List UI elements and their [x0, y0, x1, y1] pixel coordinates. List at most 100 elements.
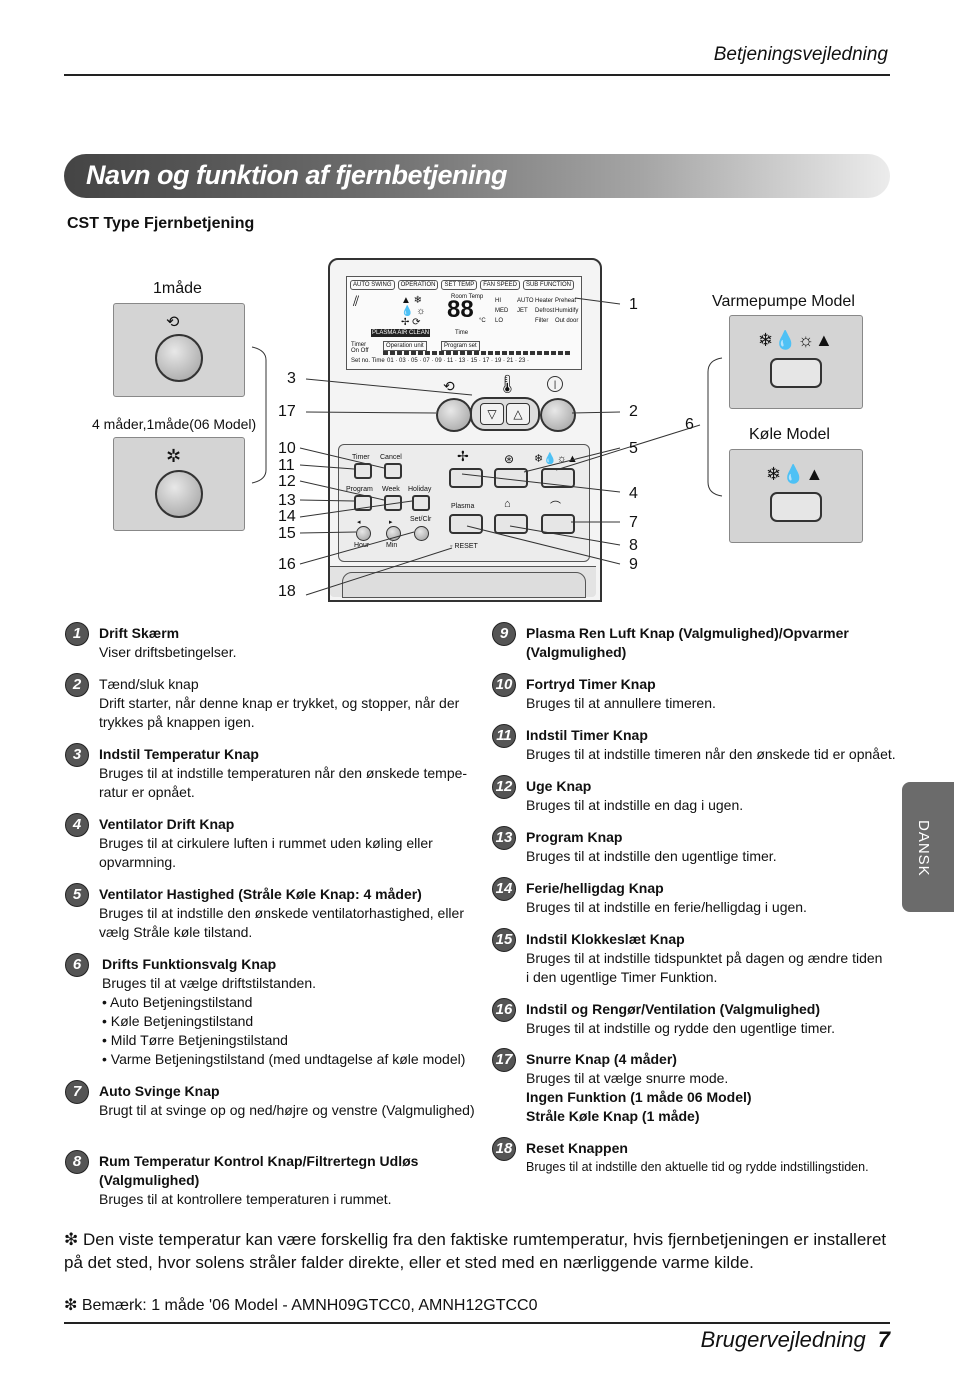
- fan-operation-button[interactable]: [449, 468, 483, 488]
- callout-2: 2: [629, 403, 638, 420]
- hour-button[interactable]: [356, 526, 371, 541]
- note-model: ❇ Bemærk: 1 måde '06 Model - AMNH09GTCC0…: [64, 1297, 538, 1314]
- lcd-fan-med: MED: [495, 308, 509, 314]
- callout-14: 14: [278, 508, 296, 525]
- callout-9: 9: [629, 556, 638, 573]
- item-desc: Brugt til at svinge op og ned/højre og v…: [99, 1102, 475, 1118]
- item-desc: Bruges til at indstille en dag i ugen.: [526, 797, 744, 813]
- swing-icon: ⫽: [353, 293, 360, 309]
- panel-label: Hour: [354, 542, 370, 549]
- mode4-label: 4 måder,1måde(06 Model): [92, 416, 257, 432]
- note-temperature: ❇ Den viste temperatur kan være forskell…: [64, 1230, 887, 1272]
- timer-button[interactable]: [354, 463, 372, 479]
- item-desc: Viser driftsbetingelser.: [99, 644, 237, 660]
- item-12: 12 Uge Knap Bruges til at indstille en d…: [492, 775, 906, 815]
- left-arrow-icon: ◂: [357, 519, 361, 526]
- item-bullet: • Køle Betjeningstilstand: [102, 1013, 254, 1029]
- item-title: Ventilator Drift Knap: [99, 816, 235, 832]
- language-tab: DANSK: [902, 782, 954, 912]
- min-button[interactable]: [386, 526, 401, 541]
- item-title: Indstil Timer Knap: [526, 727, 648, 743]
- page-number: 7: [877, 1327, 890, 1352]
- item-3: 3 Indstil Temperatur Knap Bruges til at …: [65, 743, 479, 802]
- lcd-op-unit: Operation unit: [383, 341, 427, 351]
- footer-title: Brugervejledning: [700, 1327, 866, 1352]
- swirl-4way-button[interactable]: [155, 470, 203, 518]
- fan-swirl-icon: ✲: [166, 446, 182, 466]
- item-title: Reset Knappen: [526, 1140, 628, 1156]
- swirl-button[interactable]: [155, 334, 203, 382]
- item-number: 5: [65, 883, 89, 907]
- item-number: 2: [65, 673, 89, 697]
- item-title: Tænd/sluk knap: [99, 676, 199, 692]
- fan-icon: ✢: [457, 448, 469, 464]
- item-11: 11 Indstil Timer Knap Bruges til at inds…: [492, 724, 906, 764]
- item-9: 9 Plasma Ren Luft Knap (Valgmulighed)/Op…: [492, 622, 856, 662]
- lcd-time: Time: [455, 330, 469, 336]
- panel-label: Cancel: [380, 454, 402, 461]
- lcd-sub: Humidify: [555, 308, 579, 314]
- lcd-tab: AUTO SWING: [350, 280, 395, 290]
- mode-button-heatpump[interactable]: [770, 358, 822, 388]
- item-title: Program Knap: [526, 829, 623, 845]
- temp-up-button[interactable]: △: [506, 403, 530, 425]
- item-number: 12: [492, 775, 516, 799]
- item-desc: Bruges til at indstille temperaturen når…: [99, 765, 468, 800]
- room-temp-icon: ⌂: [504, 498, 511, 510]
- item-2: 2 Tænd/sluk knap Drift starter, når denn…: [65, 673, 479, 732]
- item-desc: Bruges til at indstille tidspunktet på d…: [526, 950, 883, 985]
- mode1-model-box: ⟲: [113, 303, 245, 397]
- item-number: 8: [65, 1150, 89, 1174]
- lcd-tabs: AUTO SWING OPERATION SET TEMP FAN SPEED …: [350, 280, 574, 290]
- operation-icons: ▲ ❄💧 ☼✢ ⟳: [401, 295, 426, 328]
- plasma-button[interactable]: [449, 514, 483, 534]
- item-number: 4: [65, 813, 89, 837]
- panel-label: Timer: [352, 454, 370, 461]
- footer: Brugervejledning 7: [701, 1327, 890, 1353]
- callout-10: 10: [278, 440, 296, 457]
- power-button[interactable]: [540, 398, 576, 432]
- room-temp-button[interactable]: [494, 514, 528, 534]
- item-title: Uge Knap: [526, 778, 592, 794]
- temp-down-button[interactable]: ▽: [480, 403, 504, 425]
- callout-17: 17: [278, 403, 296, 420]
- item-18: 18 Reset Knappen Bruges til at indstille…: [492, 1137, 869, 1177]
- lcd-setno: Set no. Time: [351, 358, 385, 364]
- mode-button-cool[interactable]: [770, 492, 822, 522]
- item-desc: Bruges til at annullere timeren.: [526, 695, 716, 711]
- setclr-button[interactable]: [414, 526, 429, 541]
- lcd-fan-lo: LO: [495, 318, 504, 324]
- item-number: 14: [492, 877, 516, 901]
- item-title: Indstil Klokkeslæt Knap: [526, 931, 685, 947]
- item-number: 9: [492, 622, 516, 646]
- item-13: 13 Program Knap Bruges til at indstille …: [492, 826, 906, 866]
- item-extra: Ingen Funktion (1 måde 06 Model): [526, 1089, 752, 1105]
- lcd-plasma: PLASMA AIR CLEAN: [371, 329, 431, 337]
- lcd-hours: 01 · 03 · 05 · 07 · 09 · 11 · 13 · 15 · …: [387, 358, 529, 364]
- banner-title: Navn og funktion af fjernbetjening: [86, 160, 508, 190]
- lcd-sub: Defrost: [535, 308, 555, 314]
- callout-11: 11: [278, 457, 295, 474]
- lcd-sub: Out door: [555, 318, 579, 324]
- callout-7: 7: [629, 514, 638, 531]
- item-1: 1 Drift Skærm Viser driftsbetingelser.: [65, 622, 479, 662]
- item-title: Ventilator Hastighed (Stråle Køle Knap: …: [99, 886, 422, 902]
- swirl-button-remote[interactable]: [436, 398, 472, 432]
- item-number: 15: [492, 928, 516, 952]
- item-desc: Bruges til at indstille timeren når den …: [526, 746, 896, 762]
- item-16: 16 Indstil og Rengør/Ventilation (Valgmu…: [492, 998, 906, 1038]
- item-6: 6 Drifts Funktionsvalg Knap Bruges til a…: [65, 953, 482, 1069]
- callout-4: 4: [629, 485, 638, 502]
- item-number: 3: [65, 743, 89, 767]
- lcd-onoff: On Off: [351, 348, 369, 354]
- mode1-label: 1måde: [153, 280, 202, 297]
- lcd-room-temp: Room Temp: [451, 294, 484, 300]
- item-number: 16: [492, 998, 516, 1022]
- holiday-button[interactable]: [412, 495, 430, 511]
- cancel-button[interactable]: [384, 463, 402, 479]
- cool-model-box: ❄💧▲: [729, 449, 863, 543]
- callout-12: 12: [278, 473, 296, 490]
- mode-icons: ❄💧☼▲: [758, 330, 834, 350]
- auto-swing-button[interactable]: [541, 514, 575, 534]
- item-14: 14 Ferie/helligdag Knap Bruges til at in…: [492, 877, 906, 917]
